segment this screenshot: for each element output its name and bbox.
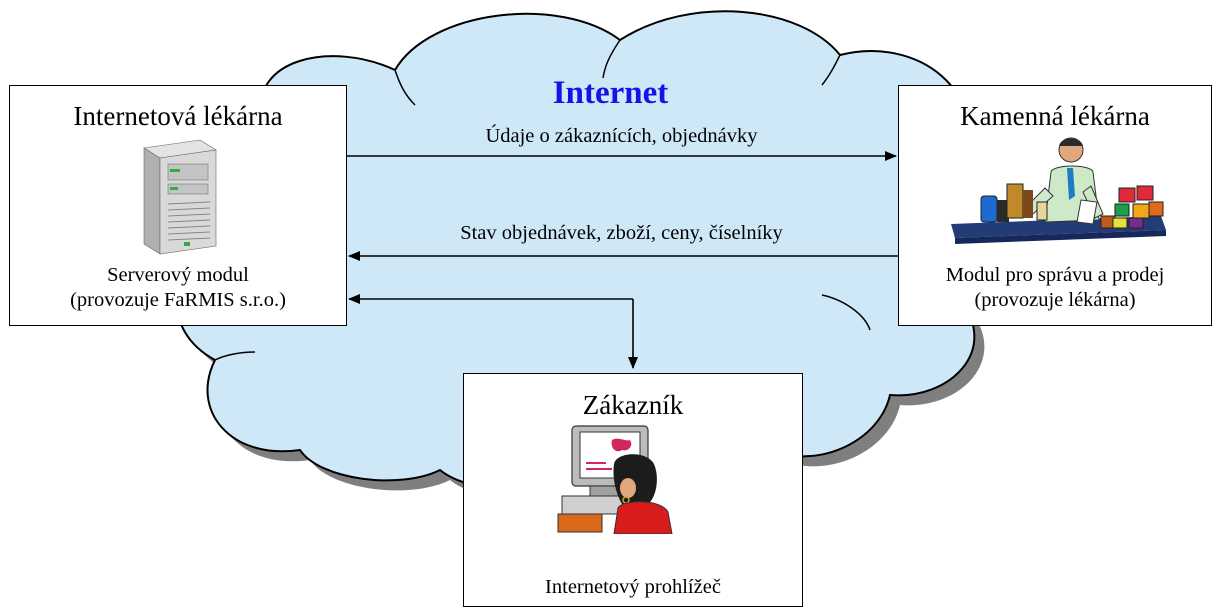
cloud-bump [602, 39, 621, 79]
node-subtitle-1: Serverový modul [107, 264, 249, 286]
node-store-pharmacy: Kamenná lékárna [898, 85, 1212, 326]
server-icon [143, 139, 217, 255]
node-customer: Zákazník Internetový prohlížeč [463, 373, 803, 607]
pharmacist-icon [951, 137, 1166, 244]
node-subtitle-2: (provozuje FaRMIS s.r.o.) [70, 289, 286, 311]
node-online-pharmacy: Internetová lékárna Serverový modul (pro… [9, 85, 347, 326]
node-title: Internetová lékárna [73, 101, 283, 131]
flow-label-to-online: Stav objednávek, zboží, ceny, číselníky [460, 222, 783, 244]
cloud-bump [821, 294, 871, 331]
flow-label-to-store: Údaje o zákaznících, objednávky [485, 125, 758, 147]
node-subtitle-1: Internetový prohlížeč [545, 576, 721, 598]
node-title: Zákazník [582, 390, 684, 420]
node-subtitle-1: Modul pro správu a prodej [945, 264, 1165, 286]
cloud-bump [394, 69, 416, 106]
cloud-bump [821, 54, 841, 86]
customer-computer-icon [557, 425, 673, 534]
internet-title: Internet [552, 75, 669, 111]
cloud-bump [214, 351, 256, 361]
internet-cloud [176, 10, 1003, 494]
node-title: Kamenná lékárna [960, 101, 1150, 131]
node-subtitle-2: (provozuje lékárna) [974, 289, 1136, 311]
